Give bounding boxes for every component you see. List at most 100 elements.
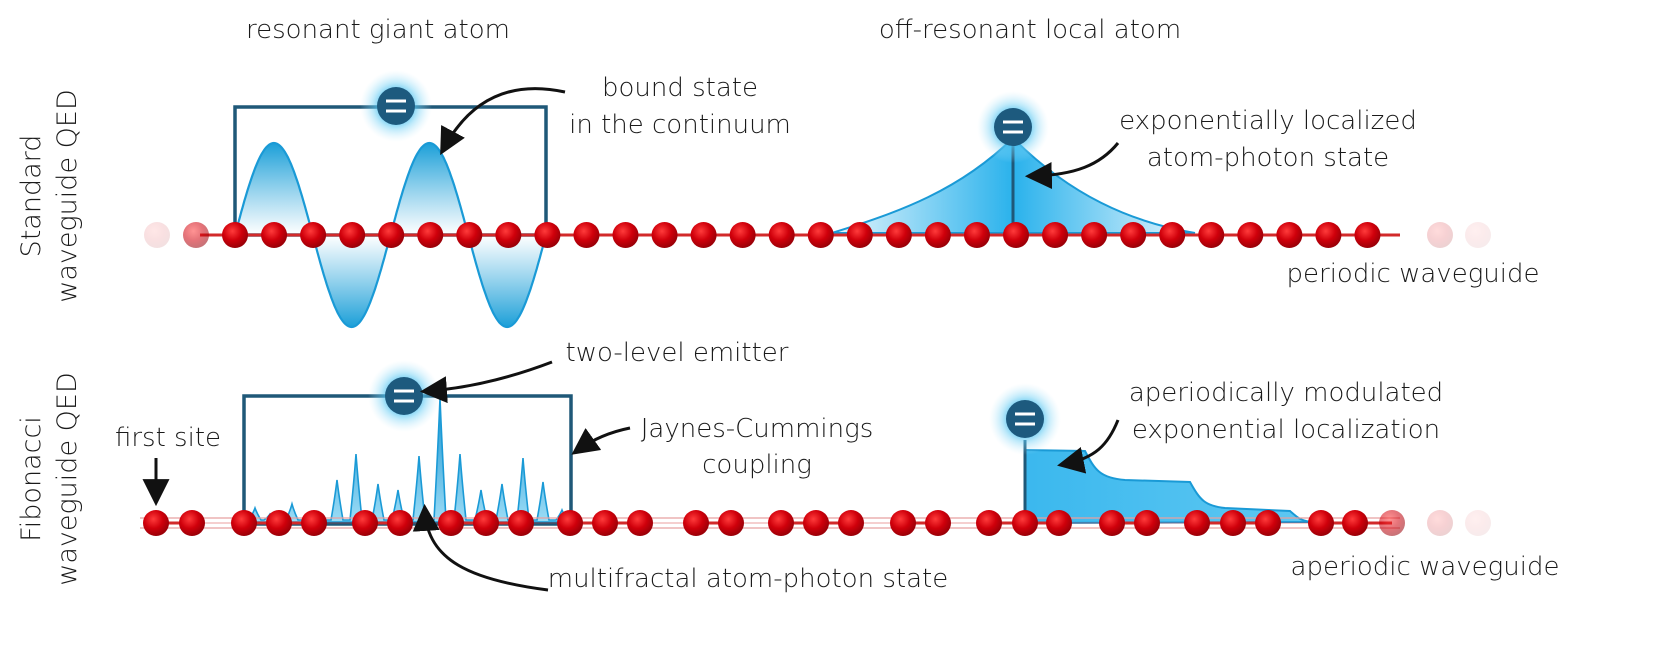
two-level-emitter-arrow <box>419 360 553 404</box>
aperiodic-localization-label-1: aperiodically modulated <box>1129 378 1443 408</box>
lattice-site-icon <box>231 510 257 536</box>
lattice-site-icon <box>183 222 209 248</box>
aperiodic-waveguide-label: aperiodic waveguide <box>1291 552 1560 582</box>
aperiodic-localization-label-2: exponential localization <box>1132 415 1440 445</box>
lattice-site-icon <box>612 222 639 248</box>
lattice-site-icon <box>963 222 990 248</box>
lattice-site-icon <box>768 510 794 536</box>
lattice-site-icon <box>683 510 709 536</box>
jaynes-cummings-arrow <box>571 426 631 455</box>
lattice-site-icon <box>266 510 292 536</box>
multifractal-arrow <box>412 503 549 592</box>
lattice-site-icon <box>627 510 653 536</box>
lattice-site-icon <box>1379 510 1405 536</box>
lattice-site-icon <box>1315 222 1342 248</box>
multifractal-state <box>243 397 569 523</box>
lattice-site-icon <box>885 222 912 248</box>
lattice-site-icon <box>179 510 205 536</box>
lattice-site-icon <box>846 222 873 248</box>
multifractal-label: multifractal atom-photon state <box>548 564 948 594</box>
lattice-site-icon <box>924 222 951 248</box>
lattice-site-icon <box>1308 510 1334 536</box>
lattice-site-icon <box>557 510 583 536</box>
standard-side-label-1: Standard <box>16 135 47 258</box>
lattice-site-icon <box>1427 222 1453 248</box>
lattice-site-icon <box>1046 510 1072 536</box>
lattice-site-icon <box>803 510 829 536</box>
lattice-site-icon <box>143 510 169 536</box>
lattice-site-icon <box>144 222 170 248</box>
lattice-site-icon <box>1081 222 1108 248</box>
lattice-site-icon <box>417 222 444 248</box>
off-resonant-local-atom-label: off-resonant local atom <box>879 15 1181 45</box>
exp-localized-label-1: exponentially localized <box>1119 106 1417 136</box>
lattice-site-icon <box>456 222 483 248</box>
lattice-site-icon <box>718 510 744 536</box>
two-level-emitter-label: two-level emitter <box>566 338 789 368</box>
lattice-site-icon <box>261 222 288 248</box>
lattice-site-icon <box>378 222 405 248</box>
lattice-site-icon <box>352 510 378 536</box>
lattice-site-icon <box>300 222 327 248</box>
fibonacci-side-label-2: waveguide QED <box>52 372 83 585</box>
lattice-site-icon <box>1099 510 1125 536</box>
lattice-site-icon <box>838 510 864 536</box>
lattice-site-icon <box>1159 222 1186 248</box>
two-level-emitter-icon <box>368 360 440 432</box>
lattice-site-icon <box>807 222 834 248</box>
lattice-site-icon <box>438 510 464 536</box>
lattice-site-icon <box>1220 510 1246 536</box>
bound-state-label-2: in the continuum <box>569 110 791 140</box>
periodic-waveguide-label: periodic waveguide <box>1287 259 1540 289</box>
lattice-site-icon <box>1427 510 1453 536</box>
lattice-site-icon <box>925 510 951 536</box>
aperiodic-localization-arrow <box>1057 419 1120 474</box>
lattice-site-icon <box>387 510 413 536</box>
exp-localized-label-2: atom-photon state <box>1147 143 1389 173</box>
lattice-site-icon <box>690 222 717 248</box>
resonant-giant-atom-label: resonant giant atom <box>246 15 510 45</box>
bound-state-arrow <box>440 87 566 156</box>
lattice-site-icon <box>1120 222 1147 248</box>
localized-state-arrow <box>1024 142 1120 190</box>
lattice-site-icon <box>1012 510 1038 536</box>
bound-state-label-1: bound state <box>602 73 758 103</box>
lattice-site-icon <box>1003 222 1029 248</box>
fibonacci-side-label-1: Fibonacci <box>16 416 47 542</box>
jaynes-cummings-label-1: Jaynes-Cummings <box>641 414 874 444</box>
lattice-site-icon <box>890 510 916 536</box>
lattice-site-icon <box>1465 222 1491 248</box>
two-level-emitter-icon <box>989 383 1061 455</box>
lattice-site-icon <box>768 222 795 248</box>
lattice-site-icon <box>1276 222 1303 248</box>
lattice-site-icon <box>301 510 327 536</box>
lattice-site-icon <box>729 222 756 248</box>
lattice-site-icon <box>508 510 534 536</box>
lattice-site-icon <box>1465 510 1491 536</box>
first-site-label: first site <box>115 423 221 453</box>
lattice-site-icon <box>495 222 522 248</box>
lattice-site-icon <box>1354 222 1381 248</box>
standard-side-label-2: waveguide QED <box>52 89 83 302</box>
periodic-waveguide-chain <box>144 222 1491 248</box>
lattice-site-icon <box>1042 222 1069 248</box>
lattice-site-icon <box>1255 510 1281 536</box>
lattice-site-icon <box>573 222 600 248</box>
lattice-site-icon <box>651 222 678 248</box>
lattice-site-icon <box>534 222 561 248</box>
lattice-site-icon <box>1237 222 1264 248</box>
lattice-site-icon <box>1342 510 1368 536</box>
lattice-site-icon <box>1198 222 1225 248</box>
lattice-site-icon <box>222 222 248 248</box>
lattice-site-icon <box>592 510 618 536</box>
two-level-emitter-icon <box>360 70 432 142</box>
lattice-site-icon <box>339 222 366 248</box>
lattice-site-icon <box>473 510 499 536</box>
two-level-emitter-icon <box>977 91 1049 163</box>
lattice-site-icon <box>1134 510 1160 536</box>
lattice-site-icon <box>976 510 1002 536</box>
lattice-site-icon <box>1184 510 1210 536</box>
jaynes-cummings-label-2: coupling <box>702 450 812 480</box>
aperiodic-waveguide-chain <box>140 510 1491 536</box>
